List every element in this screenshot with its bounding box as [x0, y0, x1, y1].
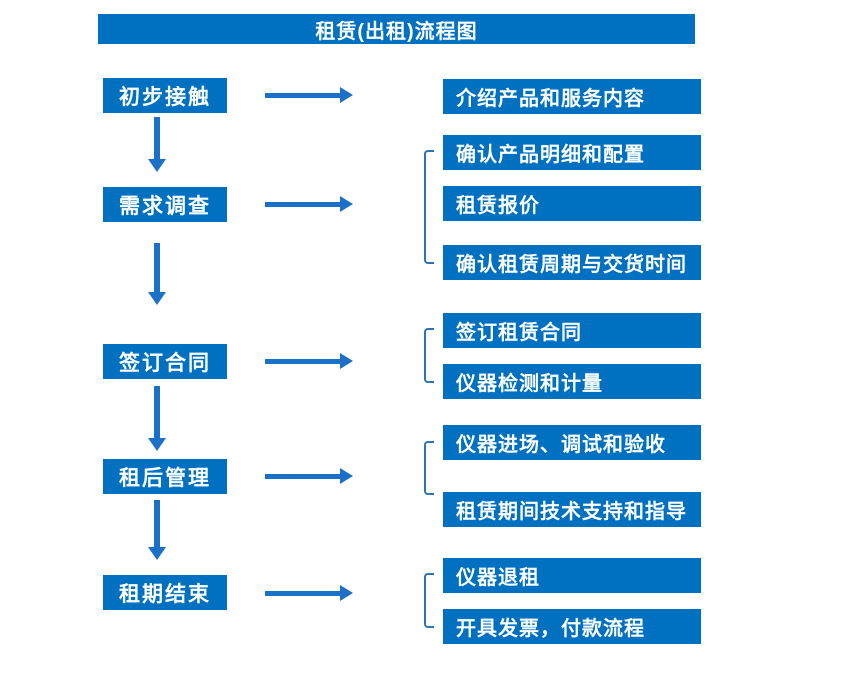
- arrow-head: [148, 159, 166, 172]
- arrow-down-icon-4: [148, 500, 166, 560]
- group-bracket-icon-post-rental: [424, 441, 434, 495]
- arrow-head: [340, 468, 353, 484]
- arrow-shaft: [154, 500, 160, 547]
- step-box-initial-contact: 初步接触: [103, 78, 227, 113]
- step-box-demand-survey: 需求调查: [103, 187, 227, 222]
- arrow-shaft: [265, 358, 340, 364]
- arrow-shaft: [265, 92, 340, 98]
- group-bracket-icon-sign-contract: [424, 328, 434, 383]
- detail-box-confirm-period: 确认租赁周期与交货时间: [443, 245, 701, 280]
- arrow-down-icon-1: [148, 117, 166, 172]
- arrow-shaft: [154, 117, 160, 159]
- step-box-sign-contract: 签订合同: [103, 344, 227, 379]
- arrow-shaft: [154, 386, 160, 438]
- arrow-head: [148, 292, 166, 305]
- arrow-head: [340, 87, 353, 103]
- detail-box-rental-quote: 租赁报价: [443, 186, 701, 221]
- detail-box-invoice-payment: 开具发票，付款流程: [443, 609, 701, 644]
- arrow-head: [340, 196, 353, 212]
- detail-box-tech-support: 租赁期间技术支持和指导: [443, 492, 701, 527]
- arrow-shaft: [154, 243, 160, 292]
- arrow-right-icon-2: [265, 196, 353, 212]
- arrow-head: [148, 438, 166, 451]
- detail-box-sign-lease: 签订租赁合同: [443, 313, 701, 348]
- arrow-down-icon-3: [148, 386, 166, 451]
- arrow-right-icon-1: [265, 87, 353, 103]
- arrow-right-icon-5: [265, 585, 353, 601]
- arrow-down-icon-2: [148, 243, 166, 305]
- arrow-head: [340, 353, 353, 369]
- detail-box-instrument-onsite: 仪器进场、调试和验收: [443, 425, 701, 460]
- arrow-right-icon-3: [265, 353, 353, 369]
- arrow-head: [340, 585, 353, 601]
- group-bracket-icon-demand-survey: [424, 150, 434, 264]
- step-box-lease-end: 租期结束: [103, 575, 227, 610]
- group-bracket-icon-lease-end: [424, 573, 434, 628]
- step-box-post-rental-mgmt: 租后管理: [103, 459, 227, 494]
- detail-box-confirm-config: 确认产品明细和配置: [443, 135, 701, 170]
- arrow-shaft: [265, 201, 340, 207]
- arrow-shaft: [265, 473, 340, 479]
- arrow-shaft: [265, 590, 340, 596]
- arrow-right-icon-4: [265, 468, 353, 484]
- arrow-head: [148, 547, 166, 560]
- title-bar: 租赁(出租)流程图: [98, 14, 695, 44]
- detail-box-intro-products: 介绍产品和服务内容: [443, 79, 701, 114]
- detail-box-return-instrument: 仪器退租: [443, 558, 701, 593]
- page-title: 租赁(出租)流程图: [315, 20, 478, 43]
- detail-box-instrument-check: 仪器检测和计量: [443, 364, 701, 399]
